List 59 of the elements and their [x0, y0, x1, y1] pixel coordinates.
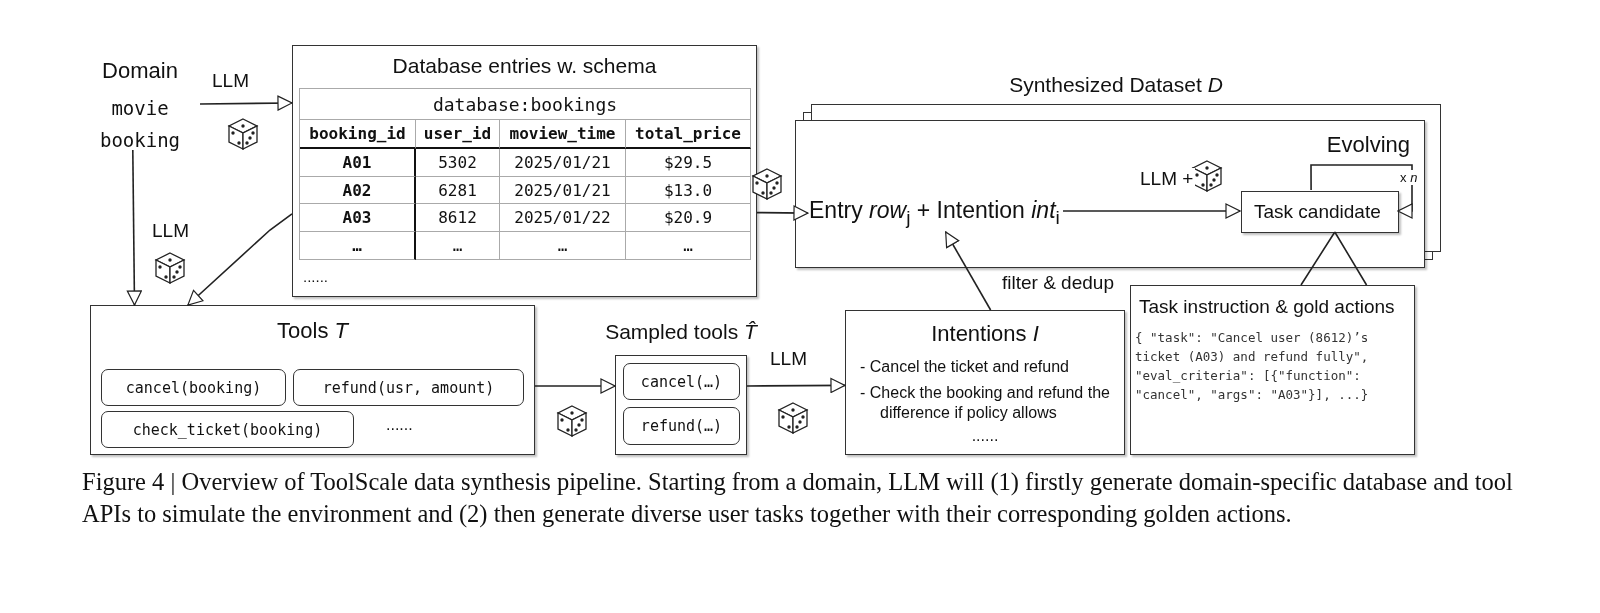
tool-chip: refund(usr, amount)	[293, 369, 524, 406]
table-cell: A02	[300, 177, 416, 204]
arrow	[756, 205, 809, 221]
panel-title: Sampled tools T̂	[604, 320, 759, 344]
callout-pointer	[1300, 231, 1368, 286]
panel-title: Task instruction & gold actions	[1139, 296, 1396, 318]
panel-title: Intentions I	[930, 321, 1040, 347]
table-cell: 8612	[416, 204, 500, 232]
table-cell: 5302	[416, 149, 500, 177]
tool-chip: check_ticket(booking)	[101, 411, 354, 448]
ellipsis: ......	[303, 268, 328, 285]
column-header: user_id	[416, 120, 500, 149]
domain-name: movie booking	[98, 96, 182, 153]
code-snippet: { "task": "Cancel user (8612)’s ticket (A03) and refund fully", "eval_criteria": [{"function": "cancel", "args": "A03"}], ...}	[1135, 329, 1370, 404]
intentions-panel	[845, 310, 1125, 455]
edge-label: x n	[1398, 170, 1420, 185]
column-header: moview_time	[500, 120, 626, 149]
arrow	[746, 377, 846, 394]
table-cell: …	[300, 232, 416, 260]
database-panel	[292, 45, 757, 297]
table-cell: $13.0	[626, 177, 751, 204]
task-instruction-panel	[1130, 285, 1415, 455]
table-cell: $29.5	[626, 149, 751, 177]
table-caption: database:bookings	[300, 89, 751, 120]
arrow	[1062, 203, 1241, 219]
domain-heading: Domain	[101, 58, 179, 84]
panel-title: Tools T	[276, 318, 350, 344]
table-cell: 2025/01/21	[500, 149, 626, 177]
intention-item: - Check the booking and refund the difference if policy allows	[860, 383, 1111, 423]
ellipsis: ......	[386, 416, 413, 434]
table-cell: A03	[300, 204, 416, 232]
figure-caption: Figure 4 | Overview of ToolScale data synthesis pipeline. Starting from a domain, LLM will (1) firstly generate domain-specific database and tool APIs to simulate the environment and (2) then generate diverse user tasks together with their corresponding golden actions.	[82, 467, 1514, 530]
column-header: total_price	[626, 120, 751, 149]
intention-item: - Cancel the ticket and refund	[860, 357, 1070, 377]
arrow	[199, 95, 293, 111]
panel-title: Database entries w. schema	[391, 54, 658, 78]
tool-chip: cancel(…)	[623, 363, 740, 400]
table-cell: 6281	[416, 177, 500, 204]
evolving-label: Evolving	[1326, 132, 1410, 158]
table-cell: …	[500, 232, 626, 260]
arrow	[534, 378, 616, 394]
arrow	[187, 213, 293, 306]
entry-intention-text: Entry row$_{j}$ + Intention int$_{i}$	[809, 197, 1060, 229]
table-cell: 2025/01/21	[500, 177, 626, 204]
table-cell: …	[416, 232, 500, 260]
table-cell: 2025/01/22	[500, 204, 626, 232]
tools-panel	[90, 305, 535, 455]
arrow	[944, 231, 992, 311]
dataset-title: Synthesized Dataset D	[1008, 73, 1224, 97]
table-cell: $20.9	[626, 204, 751, 232]
arrow	[126, 149, 142, 306]
column-header: booking_id	[300, 120, 416, 149]
task-candidate-label: Task candidate	[1254, 201, 1381, 223]
table-cell: A01	[300, 149, 416, 177]
tool-chip: cancel(booking)	[101, 369, 286, 406]
table-cell: …	[626, 232, 751, 260]
arrow	[1310, 164, 1413, 219]
tool-chip: refund(…)	[623, 407, 740, 445]
ellipsis: ......	[970, 427, 1000, 445]
